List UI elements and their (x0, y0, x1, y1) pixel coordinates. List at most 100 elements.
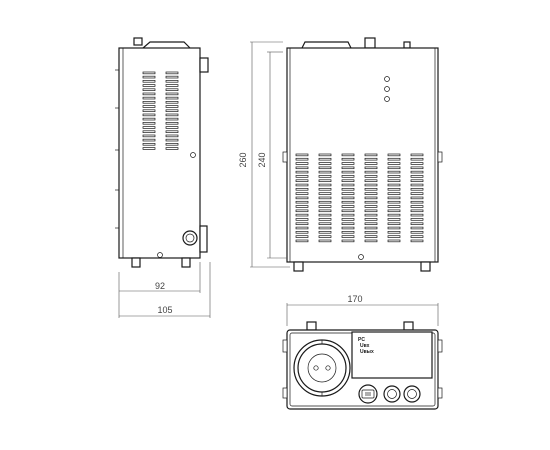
socket-pin-right (325, 365, 331, 371)
vent-slot (318, 226, 332, 230)
vent-slot (318, 205, 332, 208)
vent-slot (165, 122, 179, 125)
vent-slot (341, 157, 355, 161)
vent-slot (295, 200, 309, 204)
vent-slot (165, 117, 179, 121)
vent-slot (364, 179, 378, 182)
vent-slot (341, 179, 355, 182)
vent-slot (318, 188, 332, 191)
fuse-holder-1[interactable] (383, 385, 401, 403)
vent-slot (341, 205, 355, 208)
vent-slot (142, 147, 156, 150)
front-vent-slots (295, 153, 424, 243)
vent-slot (165, 92, 179, 96)
vent-slot (295, 222, 309, 225)
side-knob-inner (185, 233, 195, 243)
socket-pin-left (313, 365, 319, 371)
vent-slot (410, 188, 424, 191)
vent-slot (364, 166, 378, 170)
vent-slot (295, 183, 309, 187)
vent-slot (341, 183, 355, 187)
front-top-handle (301, 41, 352, 49)
vent-slot (341, 213, 355, 217)
side-vent-slots (142, 71, 179, 150)
vent-slot (295, 235, 309, 238)
vent-slot (341, 153, 355, 157)
vent-slot (387, 157, 401, 161)
vent-slot (387, 231, 401, 234)
vent-slot (364, 231, 378, 234)
panel-label-uin: Uвх (360, 343, 370, 349)
vent-slot (364, 200, 378, 204)
front-dimensions: 260 240 (238, 41, 290, 268)
vent-slot (410, 179, 424, 182)
vent-slot (341, 235, 355, 238)
vent-slot (341, 192, 355, 195)
vent-slot (295, 213, 309, 217)
vent-slot (387, 205, 401, 208)
side-view (115, 37, 209, 268)
vent-slot (410, 209, 424, 213)
vent-slot (295, 209, 309, 213)
side-right-tab-top (199, 57, 209, 73)
vent-slot (387, 170, 401, 174)
vent-slot (142, 84, 156, 87)
side-top-handle (142, 41, 191, 49)
led-2-icon (384, 86, 390, 92)
vent-slot (410, 192, 424, 195)
vent-slot (410, 162, 424, 165)
vent-slot (341, 200, 355, 204)
vent-slot (410, 235, 424, 238)
vent-slot (295, 162, 309, 165)
vent-slot (364, 192, 378, 195)
vent-slot (410, 231, 424, 234)
vent-slot (142, 101, 156, 104)
vent-slot (142, 122, 156, 125)
vent-slot (165, 71, 179, 75)
vent-slot (387, 179, 401, 182)
vent-slot (165, 109, 179, 112)
front-view (282, 37, 443, 272)
vent-slot (410, 218, 424, 221)
vent-slot (387, 222, 401, 225)
vent-slot (295, 218, 309, 221)
vent-slot (295, 175, 309, 178)
vent-slot (142, 71, 156, 75)
vent-slot (364, 213, 378, 217)
vent-slot (364, 235, 378, 238)
vent-slot (318, 179, 332, 182)
dim-side-92: 92 (155, 281, 165, 291)
vent-slot (410, 205, 424, 208)
dim-height-260: 260 (238, 152, 248, 167)
front-screw (358, 254, 364, 260)
vent-slot (341, 226, 355, 230)
vent-slot (165, 138, 179, 142)
vent-slot (364, 162, 378, 165)
vent-slot (165, 88, 179, 91)
dim-height-240: 240 (257, 152, 267, 167)
vent-slot (410, 213, 424, 217)
vent-slot (410, 166, 424, 170)
side-dimensions: 92 105 (118, 262, 211, 318)
vent-slot (387, 162, 401, 165)
vent-slot (165, 147, 179, 150)
vent-slot (165, 75, 179, 79)
vent-slot (318, 166, 332, 170)
vent-slot (295, 205, 309, 208)
vent-slot (341, 209, 355, 213)
vent-slot (341, 162, 355, 165)
vent-slot (364, 222, 378, 225)
dim-side-105: 105 (157, 305, 172, 315)
vent-slot (387, 183, 401, 187)
vent-slot (364, 175, 378, 178)
vent-slot (165, 134, 179, 138)
vent-slot (142, 92, 156, 96)
vent-slot (295, 192, 309, 195)
vent-slot (295, 179, 309, 182)
vent-slot (410, 196, 424, 200)
vent-slot (295, 157, 309, 161)
fuse-holder-2[interactable] (403, 385, 421, 403)
vent-slot (318, 170, 332, 174)
vent-slot (165, 101, 179, 104)
